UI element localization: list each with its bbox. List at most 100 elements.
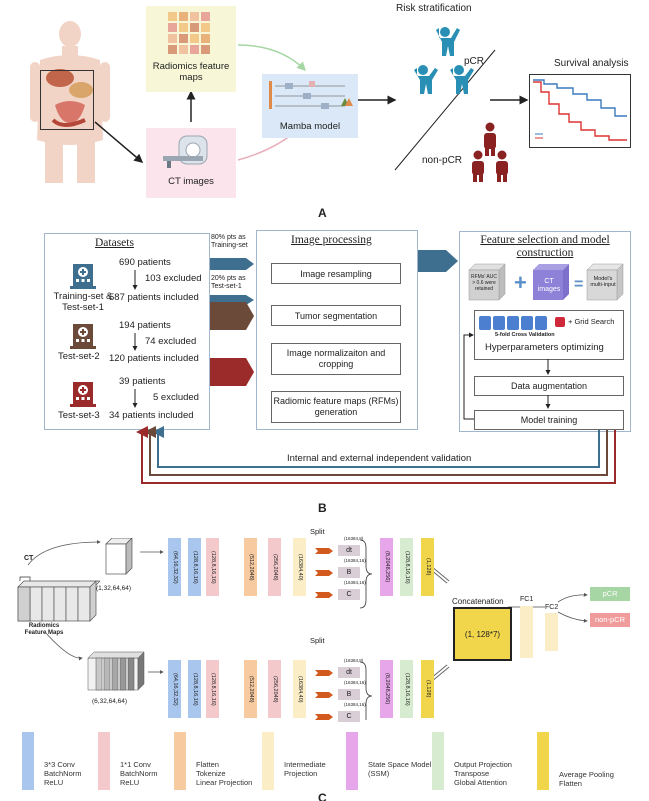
- cohort-2-excluded: 74 excluded: [145, 336, 197, 347]
- survival-curve-chart: [529, 74, 631, 148]
- split-c: C: [338, 711, 360, 722]
- step-normalization: Image normalizaiton and cropping: [271, 343, 401, 375]
- rfm-input-label: Radiomics Feature Maps: [24, 623, 64, 636]
- block-dim-label: (8,2048,256): [384, 673, 390, 705]
- network-block: (256,2048): [268, 660, 281, 718]
- network-block: (8,2048,256): [380, 538, 393, 596]
- radiomics-maps-box: Radiomics feature maps: [146, 6, 236, 92]
- split-dim: (16384,16): [344, 558, 366, 563]
- concat-block: (1, 128*7): [453, 607, 512, 661]
- split-dim: (16384,8): [344, 536, 364, 541]
- legend-swatch: [22, 732, 34, 790]
- image-processing-box: Image processing Image resampling Tumor …: [256, 230, 418, 430]
- fc2-block: [545, 613, 558, 651]
- cohort-2-name: Test-set-2: [58, 351, 100, 362]
- hospital-icon: [70, 382, 96, 407]
- model-training-box: Model training: [474, 410, 624, 430]
- legend-label: 3*3 Conv BatchNorm ReLU: [44, 760, 82, 787]
- network-block: (1,128): [421, 660, 434, 718]
- split-dim: (16384,16): [344, 680, 366, 685]
- network-block: (16384,40): [293, 660, 306, 718]
- cohort-2-included: 120 patients included: [109, 353, 199, 364]
- datasets-title: Datasets: [95, 237, 134, 249]
- block-dim-label: (1,128): [425, 558, 431, 576]
- network-block: (512,2048): [244, 538, 257, 596]
- cohort-1-excluded: 103 excluded: [145, 273, 202, 284]
- cohort-1-total: 690 patients: [119, 257, 171, 268]
- legend-label: State Space Model (SSM): [368, 760, 432, 778]
- network-block: (128,8,16,16): [206, 660, 219, 718]
- block-dim-label: (128,8,16,16): [210, 550, 216, 584]
- block-dim-label: (1,128): [425, 680, 431, 698]
- test3-arrow: [210, 358, 254, 386]
- split-label-top: Split: [310, 527, 325, 536]
- ct-shape-label: (1,32,64,64): [96, 585, 132, 592]
- block-dim-label: (128,8,16,16): [210, 672, 216, 706]
- network-block: (128,8,16,16): [188, 538, 201, 596]
- legend-label: Intermediate Projection: [284, 760, 326, 778]
- cohort-1-included: 587 patients included: [109, 292, 199, 303]
- legend-label: Output Projection Transpose Global Atten…: [454, 760, 512, 787]
- test2-arrow: [210, 302, 254, 330]
- block-dim-label: (128,8,16,16): [404, 550, 410, 584]
- mamba-model-label: Mamba model: [279, 121, 341, 132]
- radiomics-maps-label: Radiomics feature maps: [152, 61, 230, 83]
- rfm-cube-label: RFMs' AUC > 0.6 were retained: [471, 274, 497, 292]
- ct-images-box: CT images: [146, 128, 236, 198]
- survival-analysis-label: Survival analysis: [554, 58, 629, 69]
- network-block: (64,16,32,32): [168, 538, 181, 596]
- processing-to-feature-arrow: [418, 250, 458, 272]
- split-dim: (16384,8): [344, 658, 364, 663]
- multi-cube-label: Model's multi-input: [590, 276, 616, 288]
- cohort-3-excluded: 5 excluded: [153, 392, 199, 403]
- split-label-bottom: Split: [310, 636, 325, 645]
- feature-flow-arrows: [463, 332, 551, 420]
- feature-selection-box: Feature selection and model construction…: [459, 231, 631, 432]
- nonpcr-label: non-pCR: [422, 155, 463, 166]
- step-rfm-generation: Radiomic feature maps (RFMs) generation: [271, 391, 401, 423]
- output-pcr: pCR: [590, 587, 630, 601]
- panel-a-letter: A: [318, 206, 327, 220]
- split-dt: dt: [338, 545, 360, 556]
- network-block: (1,128): [421, 538, 434, 596]
- data-augmentation-box: Data augmentation: [474, 376, 624, 396]
- rfm-shape-label: (6,32,64,64): [92, 698, 128, 705]
- network-block: (16384,40): [293, 538, 306, 596]
- cohort-flow-arrows: [132, 270, 138, 408]
- cohort-3-name: Test-set-3: [58, 410, 100, 421]
- block-dim-label: (512,2048): [248, 553, 254, 581]
- legend-label: Flatten Tokenize Linear Projection: [196, 760, 253, 787]
- validation-label: Internal and external independent valida…: [287, 453, 472, 464]
- body-highlight-box: [40, 70, 94, 130]
- network-block: (64,16,32,32): [168, 660, 181, 718]
- network-block: (128,8,16,16): [206, 538, 219, 596]
- split-bottom-label: 20% pts as Test-set-1: [211, 275, 246, 290]
- risk-stratification-label: Risk stratification: [396, 3, 472, 14]
- cv-label: 5-fold Cross Validation: [495, 332, 555, 338]
- validation-arrows: [136, 426, 616, 484]
- block-dim-label: (8,2048,256): [384, 551, 390, 583]
- svg-text:+: +: [514, 270, 527, 295]
- split-b: B: [338, 567, 360, 578]
- block-dim-label: (128,8,16,16): [192, 672, 198, 706]
- network-block: (512,2048): [244, 660, 257, 718]
- pcr-people-icon: [414, 27, 474, 94]
- block-dim-label: (16384,40): [297, 675, 303, 703]
- split-dim: (16384,16): [344, 702, 366, 707]
- cohort-3-included: 34 patients included: [109, 410, 194, 421]
- fc1-block: [520, 606, 533, 658]
- ct-images-label: CT images: [168, 176, 214, 187]
- block-dim-label: (128,8,16,16): [192, 550, 198, 584]
- input-cubes-diagram: + =: [468, 263, 624, 301]
- legend-swatch: [98, 732, 110, 790]
- svg-text:=: =: [574, 276, 583, 293]
- processing-title: Image processing: [291, 234, 372, 246]
- block-dim-label: (128,8,16,16): [404, 672, 410, 706]
- feature-title: Feature selection and model construction: [480, 234, 610, 259]
- step-resampling: Image resampling: [271, 263, 401, 284]
- network-block: (128,8,16,16): [400, 538, 413, 596]
- mamba-network-icon: [269, 81, 353, 109]
- split-dt: dt: [338, 667, 360, 678]
- ct-input-label: CT: [24, 555, 34, 562]
- panel-c-letter: C: [318, 791, 327, 801]
